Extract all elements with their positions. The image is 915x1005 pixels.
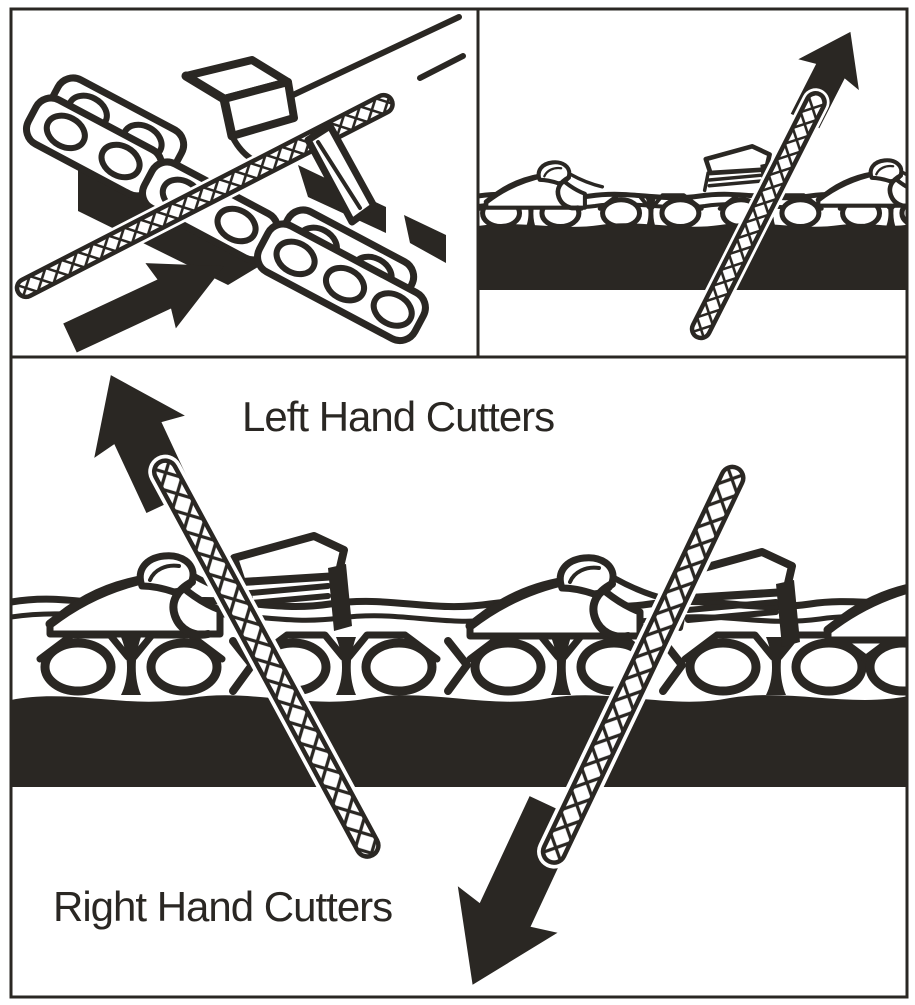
filing-direction-arrow	[63, 263, 225, 353]
cutter-block	[181, 56, 298, 167]
panel-top-view	[12, 14, 466, 353]
left-hand-cutters-label: Left Hand Cutters	[242, 393, 554, 440]
panel-side-view-small	[479, 31, 907, 343]
panel-border	[9, 7, 909, 999]
link-bottom-band	[479, 223, 907, 236]
round-file-right	[537, 460, 750, 869]
chain-links-perspective	[21, 56, 429, 345]
guide-bar	[479, 236, 907, 290]
chain-strip-small	[479, 146, 907, 290]
round-file-left	[148, 454, 385, 863]
round-file	[687, 88, 830, 343]
cutter-side-plate	[304, 122, 378, 226]
right-hand-cutters-label: Right Hand Cutters	[53, 883, 392, 930]
guide-bar	[11, 714, 907, 787]
link-bottom-band	[11, 695, 907, 714]
panel-cutters-large: Left Hand Cutters Right Hand Cutters	[11, 375, 907, 985]
chain-strip-large	[11, 536, 907, 787]
guide-bar-edge	[290, 14, 466, 98]
filing-direction-arrow-up	[790, 31, 859, 129]
